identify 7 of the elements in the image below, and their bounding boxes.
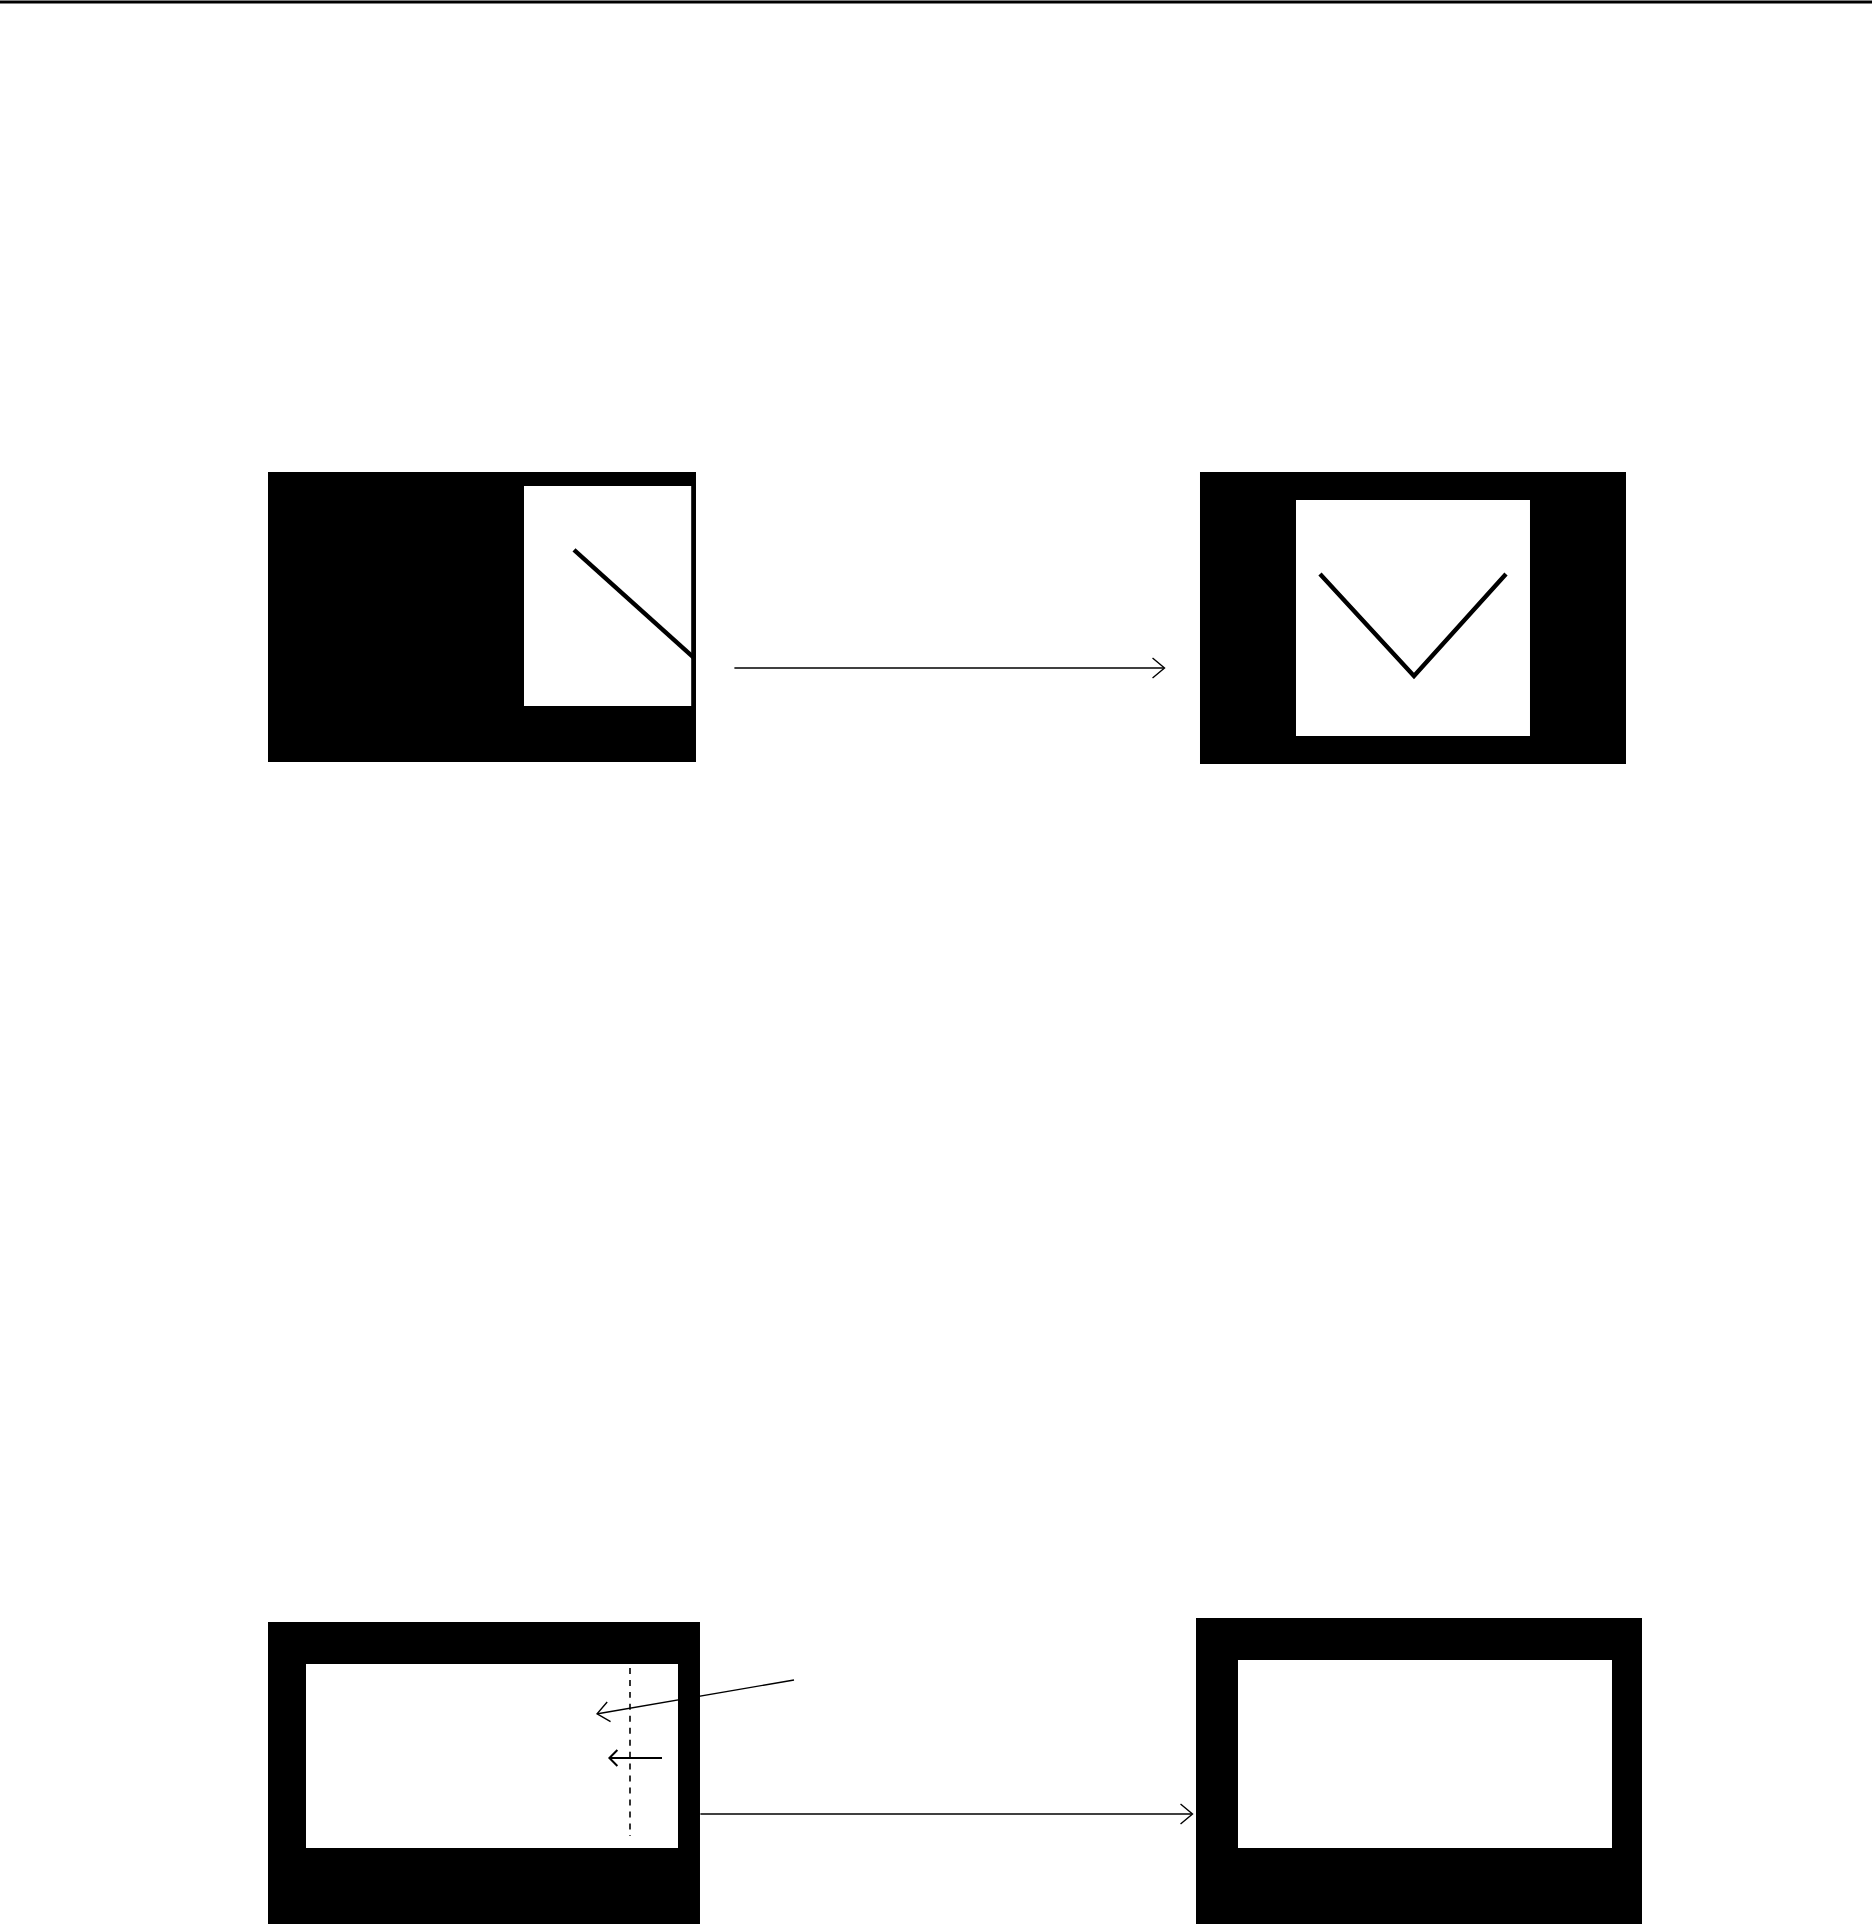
screen-drawing bbox=[1196, 1618, 1642, 1924]
screen-drawing bbox=[268, 472, 696, 762]
arrow bbox=[733, 657, 1166, 679]
screen-drawing bbox=[1200, 472, 1626, 764]
screen-drawing bbox=[268, 1622, 700, 1924]
arrow bbox=[699, 1803, 1194, 1825]
leader-line bbox=[596, 1679, 795, 1723]
